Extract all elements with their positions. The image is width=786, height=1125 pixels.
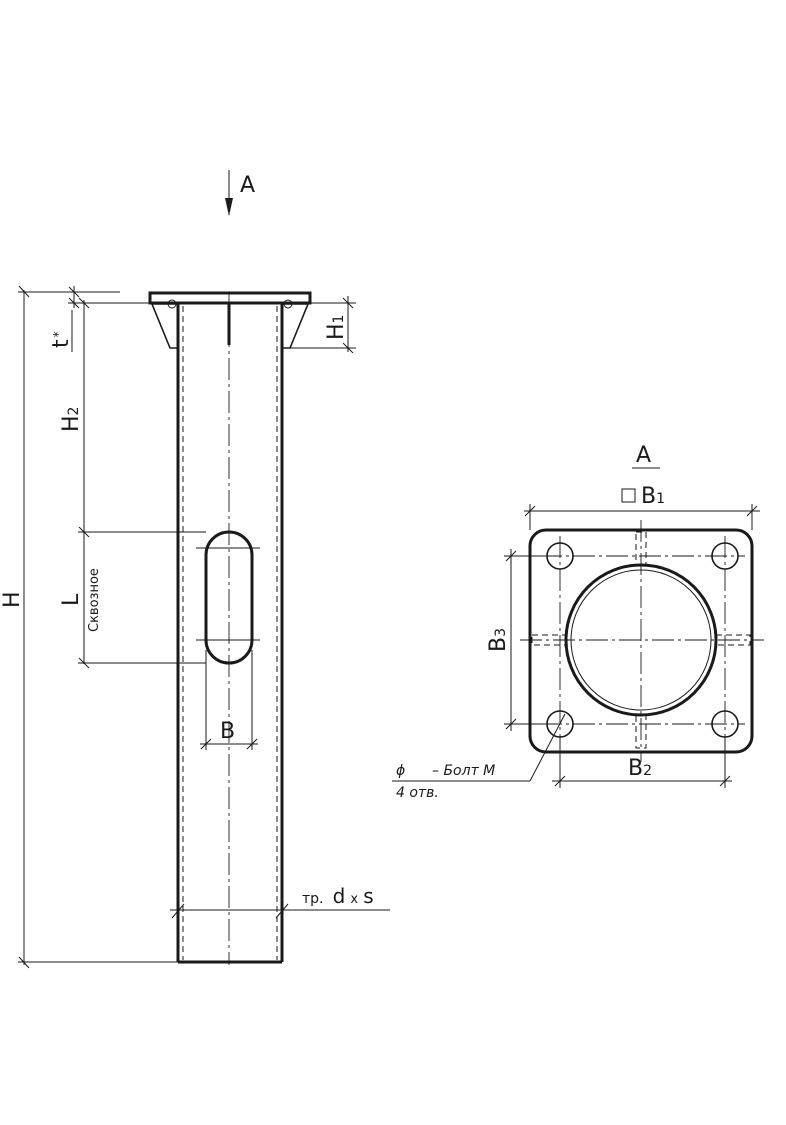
plan-view: A B1: [392, 443, 764, 801]
holes-note: 4 отв.: [396, 785, 439, 801]
dim-B: B: [220, 719, 235, 744]
dim-H2: H2: [59, 407, 84, 432]
view-title: A: [636, 443, 651, 468]
top-flange: [148, 291, 312, 305]
dim-B2: B2: [628, 756, 652, 781]
through-slot: [204, 530, 254, 665]
pipe-note: тр. d x s: [302, 884, 374, 908]
dim-B1: B1: [641, 484, 665, 509]
gusset-right: [281, 303, 310, 349]
gusset-left: [150, 303, 179, 349]
dim-through: Сквозное: [87, 568, 102, 632]
bolt-note: – Болт М: [432, 763, 495, 779]
dim-H1: H1: [324, 315, 349, 340]
view-arrow-label: A: [240, 173, 255, 198]
dim-B3: B3: [486, 628, 511, 652]
view-arrow: A: [225, 170, 255, 216]
dim-L: L: [59, 593, 84, 606]
dim-H: H: [0, 591, 25, 608]
front-view: A тр. d x s: [0, 170, 390, 969]
dim-t: t*: [49, 331, 74, 348]
bolt-diameter: ϕ: [396, 763, 405, 779]
